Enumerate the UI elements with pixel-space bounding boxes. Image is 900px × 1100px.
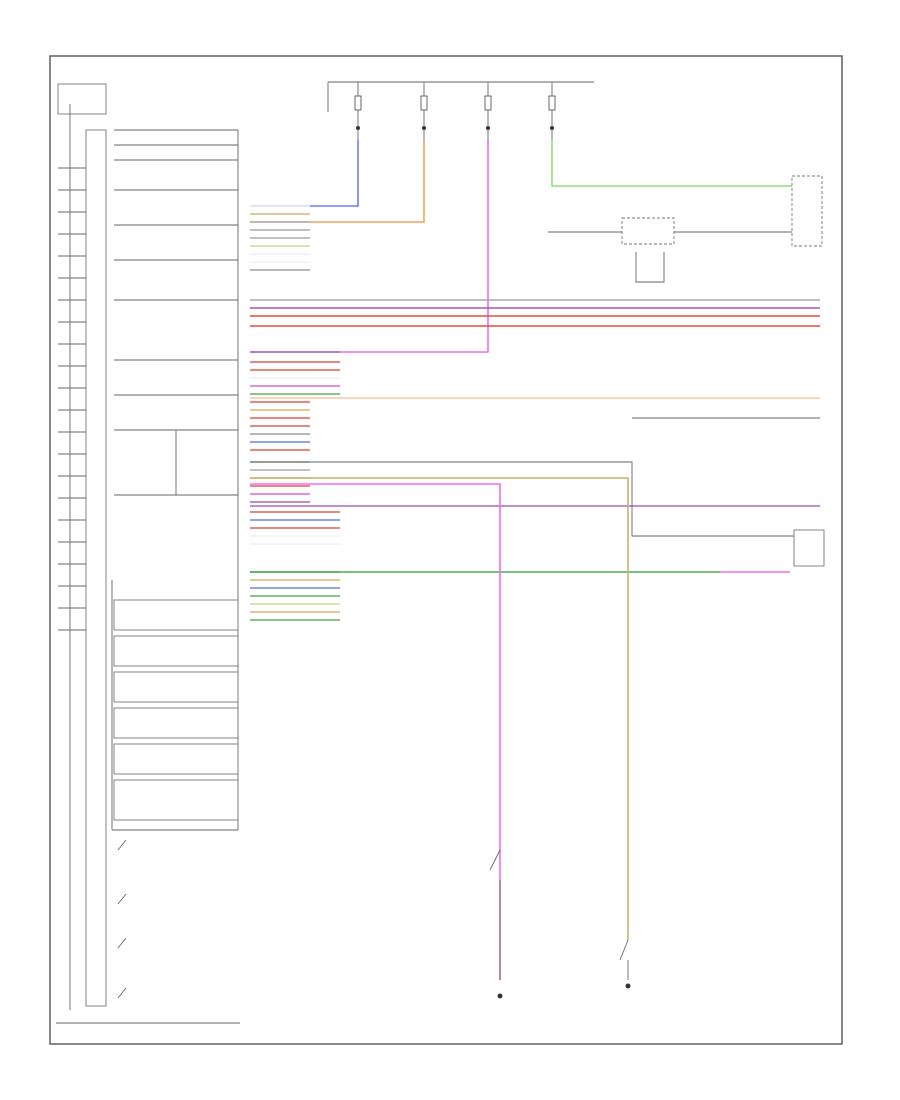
diagram-frame xyxy=(49,55,843,1045)
bus-lines xyxy=(250,299,820,327)
drop-olive xyxy=(250,477,629,940)
gauge-component xyxy=(117,839,127,851)
fuse-4 xyxy=(548,82,556,140)
fuse-3 xyxy=(484,82,492,140)
drop-pink xyxy=(250,483,501,980)
fuel-level-sensor xyxy=(793,529,825,567)
feed-orange xyxy=(250,140,425,223)
fuse-group xyxy=(354,82,556,140)
feed-lightgreen xyxy=(551,140,799,246)
fuse-2 xyxy=(420,82,428,140)
gauge-component xyxy=(117,937,127,949)
wire-row-group xyxy=(250,205,340,621)
gauge-component xyxy=(117,987,127,999)
feed-blue xyxy=(250,140,359,207)
fuse-1 xyxy=(354,82,362,140)
wire-fuel-gray xyxy=(250,461,794,537)
module-block xyxy=(57,83,107,1010)
gauge-component xyxy=(117,893,127,905)
speed-sensor xyxy=(548,175,823,283)
bottom-component-group xyxy=(117,839,127,999)
switch-stack xyxy=(111,129,239,831)
left-pin-group xyxy=(58,167,86,631)
fuse-block xyxy=(325,71,597,112)
